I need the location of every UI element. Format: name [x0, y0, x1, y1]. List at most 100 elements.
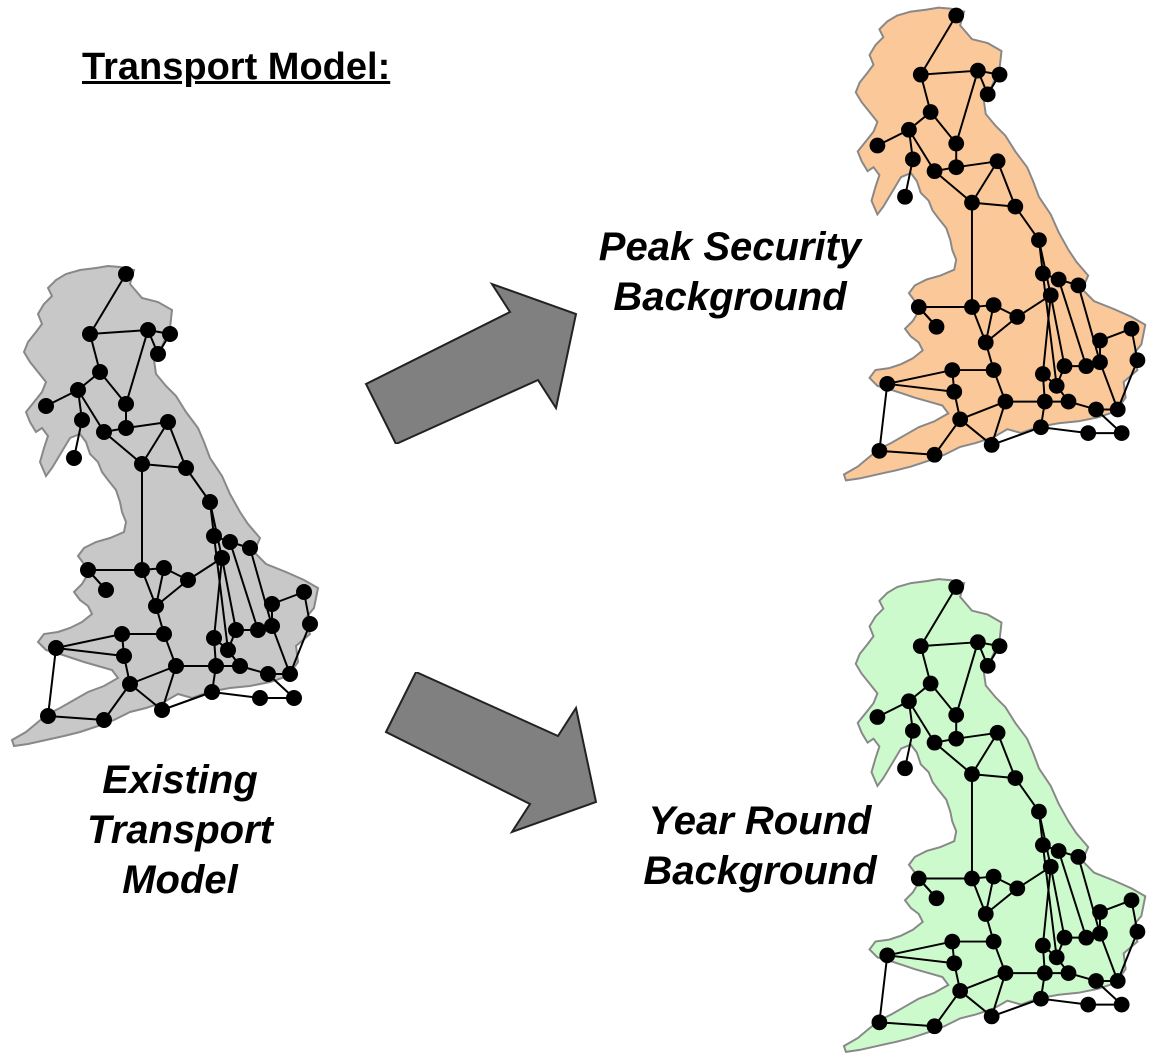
network-node	[220, 642, 236, 658]
network-node	[985, 933, 1002, 950]
arrow-up-shape	[364, 282, 578, 444]
network-node	[1080, 996, 1097, 1013]
network-node	[946, 383, 963, 400]
network-node	[1056, 358, 1073, 375]
network-node	[296, 584, 312, 600]
network-node	[977, 906, 994, 922]
network-node	[871, 1014, 888, 1031]
network-link	[77, 389, 105, 433]
network-node	[989, 153, 1006, 170]
network-node	[208, 658, 224, 674]
network-node	[96, 712, 112, 728]
network-link	[249, 547, 273, 627]
arrow-to-peak-security	[364, 282, 578, 444]
network-node	[118, 420, 134, 436]
network-link	[1049, 295, 1066, 367]
network-node	[879, 375, 896, 392]
network-node	[970, 634, 986, 651]
network-node	[1035, 265, 1051, 282]
network-node	[252, 690, 268, 706]
network-node	[952, 411, 969, 428]
network-node	[1031, 803, 1047, 820]
network-link	[955, 641, 979, 716]
network-link	[167, 421, 187, 469]
network-node	[242, 540, 258, 556]
network-node	[1009, 880, 1026, 897]
network-node	[260, 666, 276, 682]
network-node	[948, 707, 965, 723]
network-node	[228, 622, 244, 638]
network-node	[928, 318, 945, 335]
network-nodes	[869, 579, 1146, 1035]
network-node	[905, 151, 921, 168]
network-link	[971, 732, 999, 775]
network-node	[869, 137, 886, 154]
network-node	[922, 104, 939, 120]
network-link	[955, 70, 979, 144]
network-node	[1092, 332, 1108, 349]
network-node	[991, 66, 1008, 83]
network-node	[970, 62, 986, 79]
network-node	[134, 456, 150, 472]
network-link	[211, 691, 261, 699]
network-node	[1060, 965, 1077, 981]
network-node	[1007, 770, 1024, 786]
network-node	[1036, 393, 1053, 410]
network-node	[1088, 973, 1104, 989]
network-node	[897, 188, 913, 205]
network-nodes	[869, 7, 1146, 463]
network-node	[282, 666, 298, 682]
network-node	[1070, 277, 1087, 294]
network-node	[204, 684, 220, 700]
network-node	[1113, 996, 1130, 1013]
network-node	[1048, 949, 1065, 966]
network-node	[869, 709, 886, 725]
network-node	[979, 86, 996, 103]
network-node	[997, 965, 1014, 981]
network-node	[168, 658, 184, 674]
network-node	[912, 66, 929, 83]
network-node	[206, 630, 222, 646]
network-node	[134, 562, 150, 578]
network-node	[92, 364, 108, 380]
network-link	[55, 633, 123, 649]
caption-line: Background	[643, 849, 877, 893]
caption-line: Peak Security	[598, 225, 862, 269]
page-title: Transport Model:	[82, 46, 391, 88]
network-link	[1099, 361, 1119, 410]
network-node	[156, 560, 172, 576]
caption-line: Year Round	[648, 799, 872, 843]
network-node	[302, 616, 318, 632]
network-link	[920, 69, 978, 76]
network-node	[983, 1008, 1000, 1025]
network-link	[959, 972, 1006, 992]
network-link	[129, 665, 177, 685]
network-link	[933, 170, 973, 204]
network-node	[991, 638, 1008, 654]
network-node	[1129, 352, 1146, 369]
network-link	[1057, 279, 1088, 367]
network-node	[74, 412, 90, 428]
network-node	[871, 442, 888, 459]
network-node	[122, 676, 138, 692]
network-node	[66, 450, 82, 466]
year-round-network-map	[842, 578, 1147, 1053]
network-node	[1129, 923, 1146, 940]
network-node	[910, 870, 927, 887]
network-node	[140, 322, 156, 338]
network-node	[964, 194, 980, 211]
peak-security-network-map	[842, 6, 1147, 482]
network-link	[991, 426, 1042, 446]
network-node	[1035, 937, 1051, 954]
network-node	[1092, 354, 1108, 371]
network-node	[901, 693, 917, 710]
network-node	[154, 702, 170, 718]
network-link	[289, 623, 311, 675]
network-node	[250, 622, 266, 638]
network-link	[1057, 850, 1088, 938]
network-node	[1060, 393, 1077, 410]
network-node	[1056, 929, 1073, 946]
network-node	[1009, 309, 1026, 325]
network-node	[206, 528, 222, 544]
network-node	[948, 159, 965, 176]
